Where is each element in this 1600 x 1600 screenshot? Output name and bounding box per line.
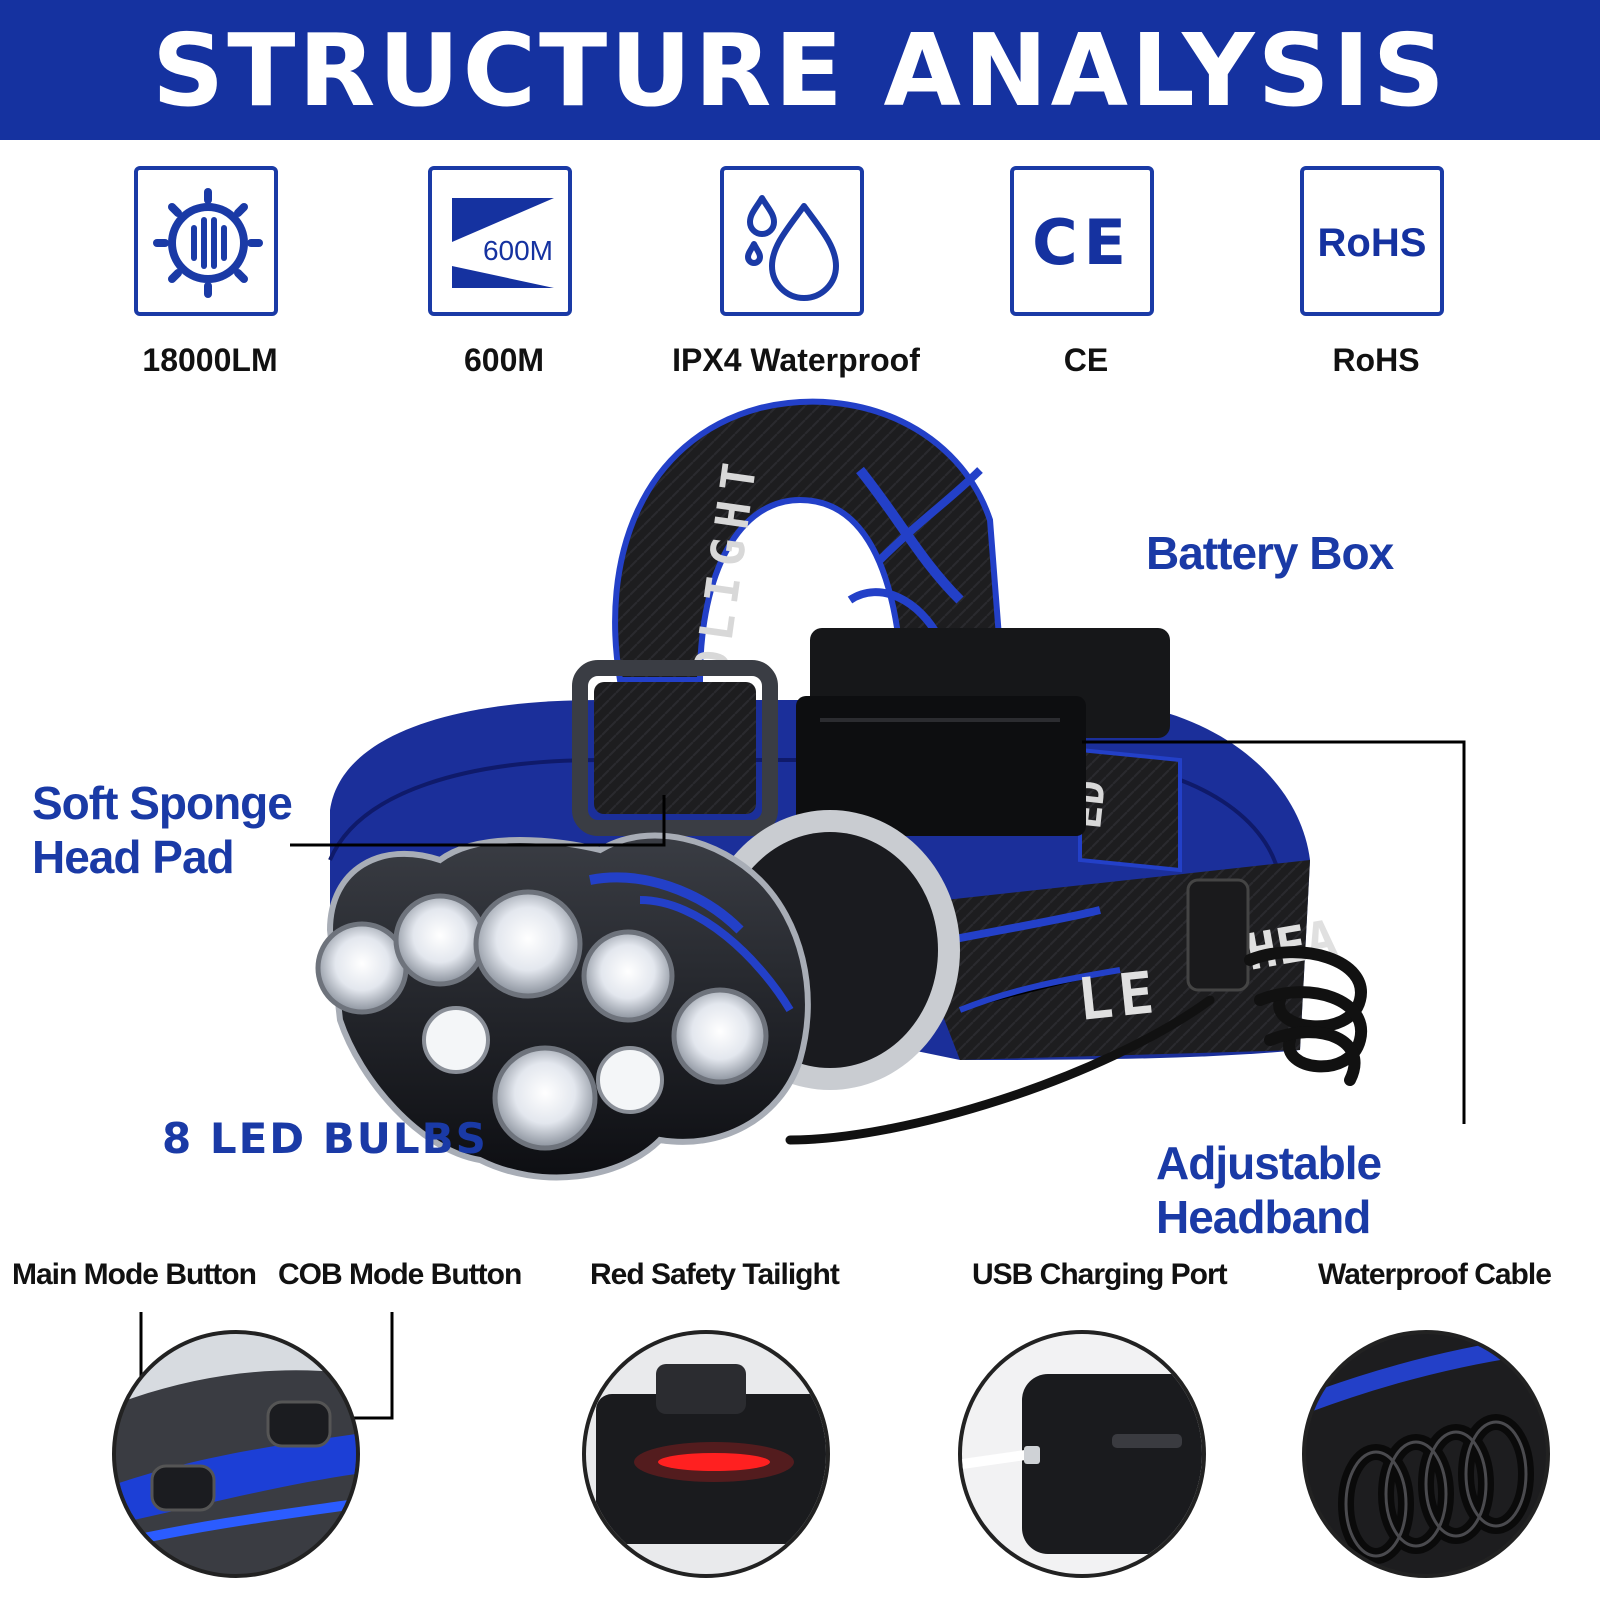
detail-label-usb-port: USB Charging Port [972, 1258, 1228, 1291]
detail-label-cob-mode: COB Mode Button [278, 1258, 522, 1291]
feature-ce-label: CE [1063, 342, 1109, 378]
usb-port-closeup [962, 1334, 1202, 1574]
page-title: STRUCTURE ANALYSIS [152, 11, 1448, 129]
mode-buttons-closeup [116, 1334, 356, 1574]
title-banner: STRUCTURE ANALYSIS [0, 0, 1600, 140]
lamp-head [315, 832, 811, 1181]
callout-led-bulbs: 8 LED BULBS [162, 1114, 488, 1163]
feature-distance-box: 600M [428, 166, 572, 316]
feature-distance-label: 600M [463, 342, 545, 378]
beam-distance-icon: 600M [452, 198, 554, 288]
brightness-sun-icon [153, 188, 263, 298]
water-drops-icon [745, 195, 839, 301]
feature-waterproof-box [720, 166, 864, 316]
coiled-cable [785, 946, 1368, 1145]
detail-cable [1302, 1330, 1550, 1578]
detail-label-tailight: Red Safety Tailight [590, 1258, 840, 1291]
battery-box [796, 628, 1170, 836]
detail-mode-buttons [112, 1330, 360, 1578]
tailight-closeup [586, 1334, 826, 1574]
leader-lines [290, 740, 1466, 1124]
beam-distance-text: 600M [483, 235, 553, 266]
ce-mark-text: CE [1032, 206, 1132, 279]
ce-mark-icon: CE [1032, 206, 1132, 279]
callout-sponge-line2: Head Pad [32, 831, 235, 883]
feature-lumens-label: 18000LM [142, 342, 278, 378]
front-strap-text-left: LE [1074, 958, 1163, 1034]
detail-tailight [582, 1330, 830, 1578]
feature-rohs-label: RoHS [1332, 342, 1420, 378]
feature-ce-box: CE [1010, 166, 1154, 316]
feature-lumens-box [134, 166, 278, 316]
rohs-mark-text: RoHS [1318, 221, 1427, 265]
detail-label-main-mode: Main Mode Button [12, 1258, 257, 1291]
rohs-mark-icon: RoHS [1318, 221, 1427, 265]
detail-label-cable: Waterproof Cable [1318, 1258, 1552, 1291]
strap-buckle [572, 660, 778, 836]
cable-closeup [1306, 1334, 1546, 1574]
callout-headband: Adjustable Headband [1156, 1137, 1382, 1243]
feature-rohs-box: RoHS [1300, 166, 1444, 316]
feature-waterproof-label: IPX4 Waterproof [672, 342, 920, 378]
callout-battery-box: Battery Box [1146, 527, 1394, 579]
callout-sponge-pad: Soft Sponge Head Pad [32, 776, 293, 884]
callout-sponge-line1: Soft Sponge [32, 777, 293, 829]
detail-usb-port [958, 1330, 1206, 1578]
